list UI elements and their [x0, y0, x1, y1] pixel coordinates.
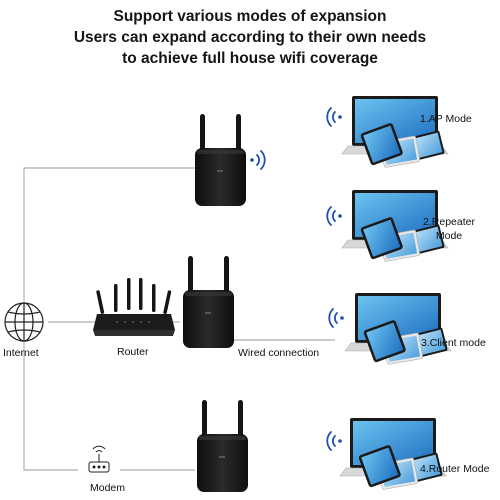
extender-router-mode — [197, 400, 248, 492]
devices-client-mode — [344, 292, 452, 366]
heading-line-3: to achieve full house wifi coverage — [122, 50, 378, 67]
wifi-waves-icon — [326, 206, 343, 226]
wifi-waves-icon — [326, 107, 343, 127]
globe-icon — [4, 302, 44, 342]
wired-connection-label: Wired connection — [238, 347, 320, 359]
heading: Support various modes of expansion Users… — [0, 6, 500, 69]
wifi-waves-icon — [326, 431, 343, 451]
wifi-waves-icon — [328, 308, 345, 328]
heading-line-1: Support various modes of expansion — [113, 8, 387, 25]
line-internet-to-ap — [23, 167, 195, 322]
mode-router-label: 4.Router Mode — [420, 463, 490, 475]
mode-repeater-line-2: Mode — [435, 230, 463, 242]
mode-client-label: 3.Client mode — [421, 337, 486, 349]
mode-repeater-line-1: 2.Repeater — [423, 216, 475, 228]
extender-client — [183, 256, 234, 348]
modem-icon — [88, 445, 110, 473]
wifi-waves-icon — [249, 150, 266, 170]
devices-ap-mode — [341, 95, 449, 169]
heading-line-2: Users can expand according to their own … — [73, 29, 427, 46]
connection-lines — [23, 167, 335, 471]
router-icon — [93, 278, 175, 336]
line-internet-to-modem — [23, 322, 78, 471]
modem-label: Modem — [90, 482, 126, 494]
mode-ap-label: 1.AP Mode — [420, 113, 472, 125]
internet-label: Internet — [3, 347, 39, 359]
devices-router-mode — [339, 417, 447, 491]
mode-repeater-label: 2.Repeater Mode — [421, 215, 477, 243]
router-label: Router — [117, 346, 149, 358]
extender-ap — [195, 114, 246, 206]
